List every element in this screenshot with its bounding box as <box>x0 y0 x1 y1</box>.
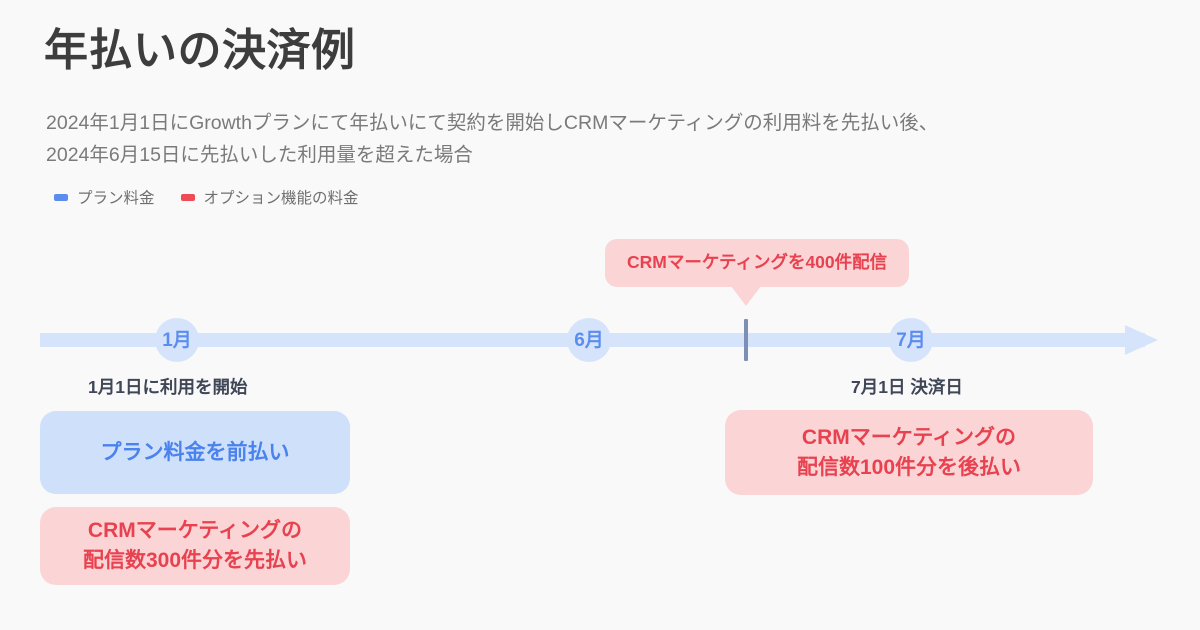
timeline-node-label: 6月 <box>574 329 604 351</box>
card-text-line-2: 配信数300件分を先払い <box>82 549 308 572</box>
card-crm-postpaid-text: CRMマーケティングの 配信数100件分を後払い <box>797 423 1021 483</box>
card-crm-postpaid: CRMマーケティングの 配信数100件分を後払い <box>725 410 1093 495</box>
legend-label-option-fee: オプション機能の料金 <box>203 190 359 207</box>
timeline-event-tick <box>744 319 748 361</box>
card-crm-prepaid-text: CRMマーケティングの 配信数300件分を先払い <box>83 516 307 576</box>
page-subtitle-line-1: 2024年1月1日にGrowthプランにて年払いにて契約を開始しCRMマーケティ… <box>46 112 939 134</box>
card-text-line-1: プラン料金を前払い <box>100 440 290 464</box>
timeline-node-month-6: 6月 <box>567 318 611 362</box>
card-plan-prepaid-text: プラン料金を前払い <box>101 438 290 468</box>
timeline-arrow-icon <box>1125 325 1158 355</box>
page-title: 年払いの決済例 <box>44 26 356 75</box>
legend-swatch-red-icon <box>180 193 195 201</box>
page-subtitle: 2024年1月1日にGrowthプランにて年払いにて契約を開始しCRMマーケティ… <box>46 108 1146 171</box>
timeline-node-month-7: 7月 <box>889 318 933 362</box>
legend: プラン料金 オプション機能の料金 <box>54 186 359 208</box>
timeline-label-settlement: 7月1日 決済日 <box>851 377 963 397</box>
timeline-label-start: 1月1日に利用を開始 <box>88 377 248 397</box>
card-plan-prepaid: プラン料金を前払い <box>40 411 350 494</box>
timeline-node-label: 1月 <box>162 329 192 351</box>
card-text-line-2: 配信数100件分を後払い <box>796 455 1022 479</box>
callout-bubble: CRMマーケティングを400件配信 <box>605 239 910 287</box>
legend-item-option-fee: オプション機能の料金 <box>180 186 359 208</box>
legend-swatch-blue-icon <box>54 193 68 201</box>
callout-pointer-icon <box>731 286 761 306</box>
timeline-node-month-1: 1月 <box>155 318 199 362</box>
card-text-line-1: CRMマーケティングの <box>87 519 303 543</box>
legend-item-plan-fee: プラン料金 <box>54 186 155 208</box>
page-subtitle-line-2: 2024年6月15日に先払いした利用量を超えた場合 <box>46 143 473 166</box>
card-crm-prepaid: CRMマーケティングの 配信数300件分を先払い <box>40 507 350 585</box>
callout-text: CRMマーケティングを400件配信 <box>627 252 888 272</box>
legend-label-plan-fee: プラン料金 <box>77 190 155 207</box>
card-text-line-1: CRMマーケティングの <box>801 425 1017 449</box>
timeline-node-label: 7月 <box>896 329 926 351</box>
